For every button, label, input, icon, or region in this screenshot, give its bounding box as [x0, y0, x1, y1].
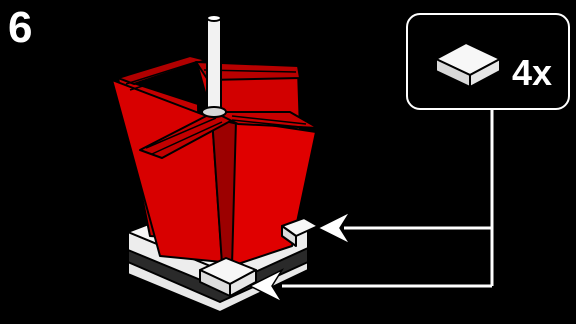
white-tile-icon: [426, 29, 508, 93]
part-quantity: 4x: [512, 53, 552, 93]
parts-callout: 4x: [406, 13, 570, 110]
